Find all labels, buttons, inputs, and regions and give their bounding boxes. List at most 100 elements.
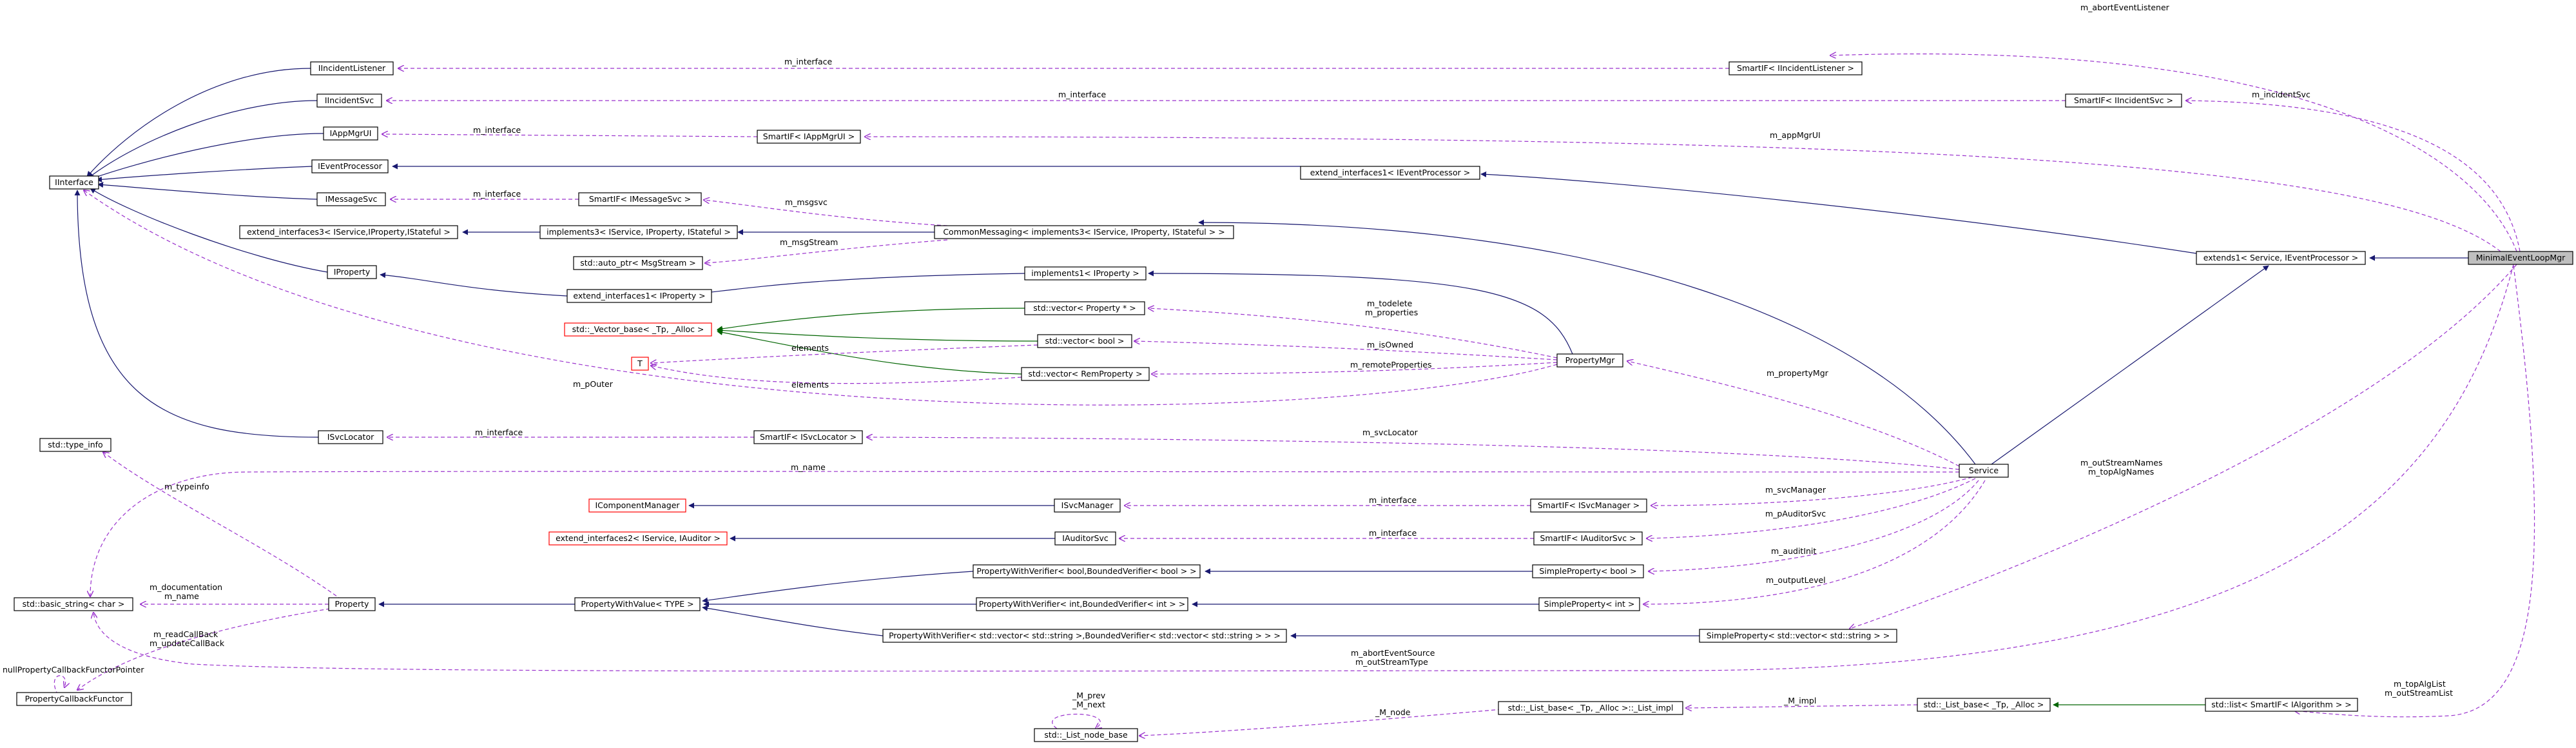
node-list-base[interactable]: std::_List_base< _Tp, _Alloc >	[1917, 698, 2051, 712]
edge-pwvvec-propertywithvalue	[702, 605, 884, 636]
edge-vecbool-vectorbase	[717, 327, 1038, 342]
label-svcmanager: m_svcManager	[1765, 485, 1826, 495]
node-iinterface[interactable]: IInterface	[49, 175, 99, 190]
edge-incidentsvc	[2186, 101, 2521, 252]
node-pwv-bool[interactable]: PropertyWithVerifier< bool,BoundedVerifi…	[973, 564, 1201, 578]
node-ext1-iprop[interactable]: extend_interfaces1< IProperty >	[567, 289, 712, 303]
node-iincidentsvc[interactable]: IIncidentSvc	[316, 94, 382, 108]
node-iproperty[interactable]: IProperty	[327, 265, 377, 279]
node-label: SimpleProperty< bool >	[1539, 566, 1636, 576]
node-service[interactable]: Service	[1959, 464, 2009, 478]
edge-ext1iprop-iproperty	[380, 272, 568, 297]
node-label: std::_List_base< _Tp, _Alloc >	[1924, 700, 2044, 709]
node-smartif-msg[interactable]: SmartIF< IMessageSvc >	[578, 192, 702, 206]
edge-labels: m_abortEventListener m_interface m_inter…	[3, 3, 2453, 717]
node-imessagesvc[interactable]: IMessageSvc	[316, 192, 386, 206]
label-auditinit: m_auditInit	[1771, 546, 1816, 556]
node-label: IAppMgrUI	[330, 128, 372, 138]
label-svclocator: m_svcLocator	[1362, 428, 1419, 437]
edge-ieventprocessor-iinterface	[96, 166, 313, 182]
node-vector-base[interactable]: std::_Vector_base< _Tp, _Alloc >	[564, 322, 712, 337]
edge-pauditorsvc	[1647, 478, 1976, 538]
node-extends1[interactable]: extends1< Service, IEventProcessor >	[2196, 251, 2366, 265]
edge-todelete	[1148, 308, 1558, 359]
node-auto-ptr[interactable]: std::auto_ptr< MsgStream >	[573, 256, 703, 270]
node-label: std::vector< Property * >	[1033, 303, 1136, 313]
node-list-alg[interactable]: std::list< SmartIF< IAlgorithm > >	[2205, 698, 2358, 712]
node-iappmgrui[interactable]: IAppMgrUI	[323, 126, 378, 141]
node-label: extend_interfaces1< IEventProcessor >	[1310, 168, 1470, 177]
node-smartif-incident[interactable]: SmartIF< IIncidentSvc >	[2065, 94, 2182, 108]
node-t[interactable]: T	[631, 357, 649, 371]
node-simple-vec[interactable]: SimpleProperty< std::vector< std::string…	[1699, 629, 1897, 643]
node-icomponentmanager[interactable]: IComponentManager	[588, 498, 686, 513]
node-smartif-svcloc[interactable]: SmartIF< ISvcLocator >	[753, 430, 863, 444]
node-label: PropertyMgr	[1565, 355, 1616, 365]
edge-remote	[1152, 362, 1558, 374]
node-impl1[interactable]: implements1< IProperty >	[1024, 266, 1147, 280]
node-propertywithvalue[interactable]: PropertyWithValue< TYPE >	[574, 597, 701, 611]
label-pauditorsvc: m_pAuditorSvc	[1765, 509, 1826, 518]
node-smartif-listener[interactable]: SmartIF< IIncidentListener >	[1729, 61, 1863, 75]
edge-service-extends1	[1991, 265, 2269, 465]
node-pwv-vec[interactable]: PropertyWithVerifier< std::vector< std::…	[882, 629, 1287, 643]
edge-impl1-ext1iprop	[666, 273, 1025, 299]
label-iface-msg: m_interface	[473, 189, 521, 199]
node-iincidentlistener[interactable]: IIncidentListener	[310, 61, 394, 75]
edges	[53, 54, 2535, 736]
node-type-info[interactable]: std::type_info	[39, 438, 111, 452]
node-label: IComponentManager	[595, 500, 680, 510]
node-vec-rem[interactable]: std::vector< RemProperty >	[1021, 367, 1150, 381]
label-outstreamtype: m_outStreamType	[1355, 657, 1428, 667]
node-simple-bool[interactable]: SimpleProperty< bool >	[1532, 564, 1644, 578]
edge-iappmgrui-iinterface	[89, 133, 324, 181]
label-todelete: m_todelete	[1367, 299, 1413, 308]
node-commonmessaging[interactable]: CommonMessaging< implements3< IService, …	[934, 225, 1234, 239]
label-next: _M_next	[1072, 700, 1105, 709]
node-label: extend_interfaces1< IProperty >	[573, 291, 705, 300]
node-vec-bool[interactable]: std::vector< bool >	[1037, 334, 1132, 348]
label-name: m_name	[791, 462, 826, 472]
edge-isowned	[1134, 341, 1558, 360]
node-minimal[interactable]: MinimalEventLoopMgr	[2468, 251, 2573, 265]
node-basic-string[interactable]: std::basic_string< char >	[14, 597, 133, 611]
edge-msgstream	[705, 239, 948, 263]
edge-mnode	[1139, 709, 1502, 736]
node-label: PropertyWithVerifier< bool,BoundedVerifi…	[976, 566, 1196, 576]
node-label: PropertyWithValue< TYPE >	[581, 599, 693, 609]
node-vec-prop[interactable]: std::vector< Property * >	[1024, 301, 1145, 315]
edge-prevnext	[1052, 713, 1101, 729]
node-label: IAuditorSvc	[1062, 533, 1109, 543]
node-label: implements1< IProperty >	[1031, 268, 1139, 278]
node-smartif-appmgr[interactable]: SmartIF< IAppMgrUI >	[757, 130, 861, 144]
node-smartif-svcmgr[interactable]: SmartIF< ISvcManager >	[1530, 498, 1647, 513]
node-propertymgr[interactable]: PropertyMgr	[1556, 353, 1623, 368]
node-list-node-base[interactable]: std::_List_node_base	[1034, 728, 1138, 742]
edge-vecprop-vectorbase	[717, 308, 1025, 332]
node-label: ISvcLocator	[327, 432, 374, 442]
node-smartif-auditor[interactable]: SmartIF< IAuditorSvc >	[1533, 531, 1643, 546]
node-isvclocator[interactable]: ISvcLocator	[318, 430, 383, 444]
node-isvcmanager[interactable]: ISvcManager	[1054, 498, 1121, 513]
node-label: ISvcManager	[1061, 500, 1114, 510]
node-propertycallbackfunctor[interactable]: PropertyCallbackFunctor	[16, 692, 132, 706]
node-label: T	[637, 359, 643, 368]
edge-propertymgr-impl1	[1148, 270, 1573, 355]
node-ext2-auditor[interactable]: extend_interfaces2< IService, IAuditor >	[548, 531, 728, 546]
node-label: SmartIF< IIncidentSvc >	[2074, 95, 2173, 105]
node-iauditorsvc[interactable]: IAuditorSvc	[1054, 531, 1116, 546]
label-elements-2: elements	[791, 380, 829, 389]
edge-pwvbool-propertywithvalue	[702, 571, 974, 604]
node-ieventprocessor[interactable]: IEventProcessor	[311, 159, 389, 173]
node-list-impl[interactable]: std::_List_base< _Tp, _Alloc >::_List_im…	[1498, 701, 1683, 715]
node-extend1-ep[interactable]: extend_interfaces1< IEventProcessor >	[1300, 166, 1480, 180]
node-label: SmartIF< IIncidentListener >	[1737, 63, 1854, 73]
node-property[interactable]: Property	[328, 597, 376, 611]
label-mnode: _M_node	[1375, 707, 1411, 717]
node-ext3[interactable]: extend_interfaces3< IService,IProperty,I…	[239, 225, 458, 239]
node-impl3[interactable]: implements3< IService, IProperty, IState…	[539, 225, 738, 239]
node-pwv-int[interactable]: PropertyWithVerifier< int,BoundedVerifie…	[976, 597, 1188, 611]
edge-nullpointer	[53, 675, 65, 696]
node-simple-int[interactable]: SimpleProperty< int >	[1538, 597, 1640, 611]
node-label: IEventProcessor	[318, 161, 383, 171]
